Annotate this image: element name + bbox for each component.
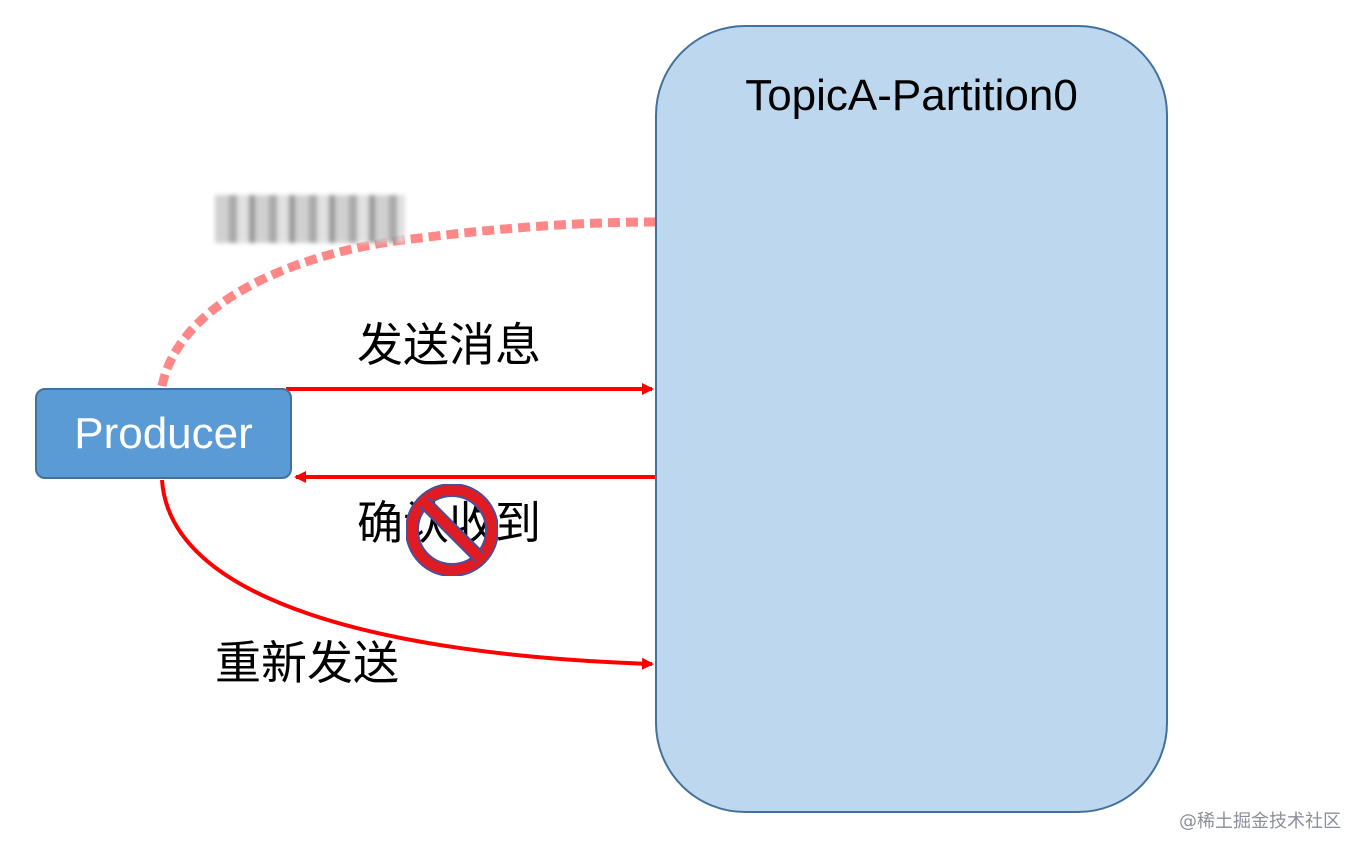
watermark: @稀土掘金技术社区 [1179, 811, 1341, 832]
producer-box: Producer [35, 388, 292, 479]
obscured-curve [157, 217, 656, 387]
obscured-label [215, 195, 405, 243]
prohibited-icon [406, 484, 498, 576]
resend-arrow [160, 479, 654, 670]
send-message-label: 发送消息 [357, 318, 541, 372]
resend-label: 重新发送 [215, 636, 399, 690]
producer-label: Producer [74, 408, 253, 458]
partition-title: TopicA-Partition0 [745, 71, 1078, 120]
topic-partition-box: TopicA-Partition0 [655, 25, 1168, 813]
